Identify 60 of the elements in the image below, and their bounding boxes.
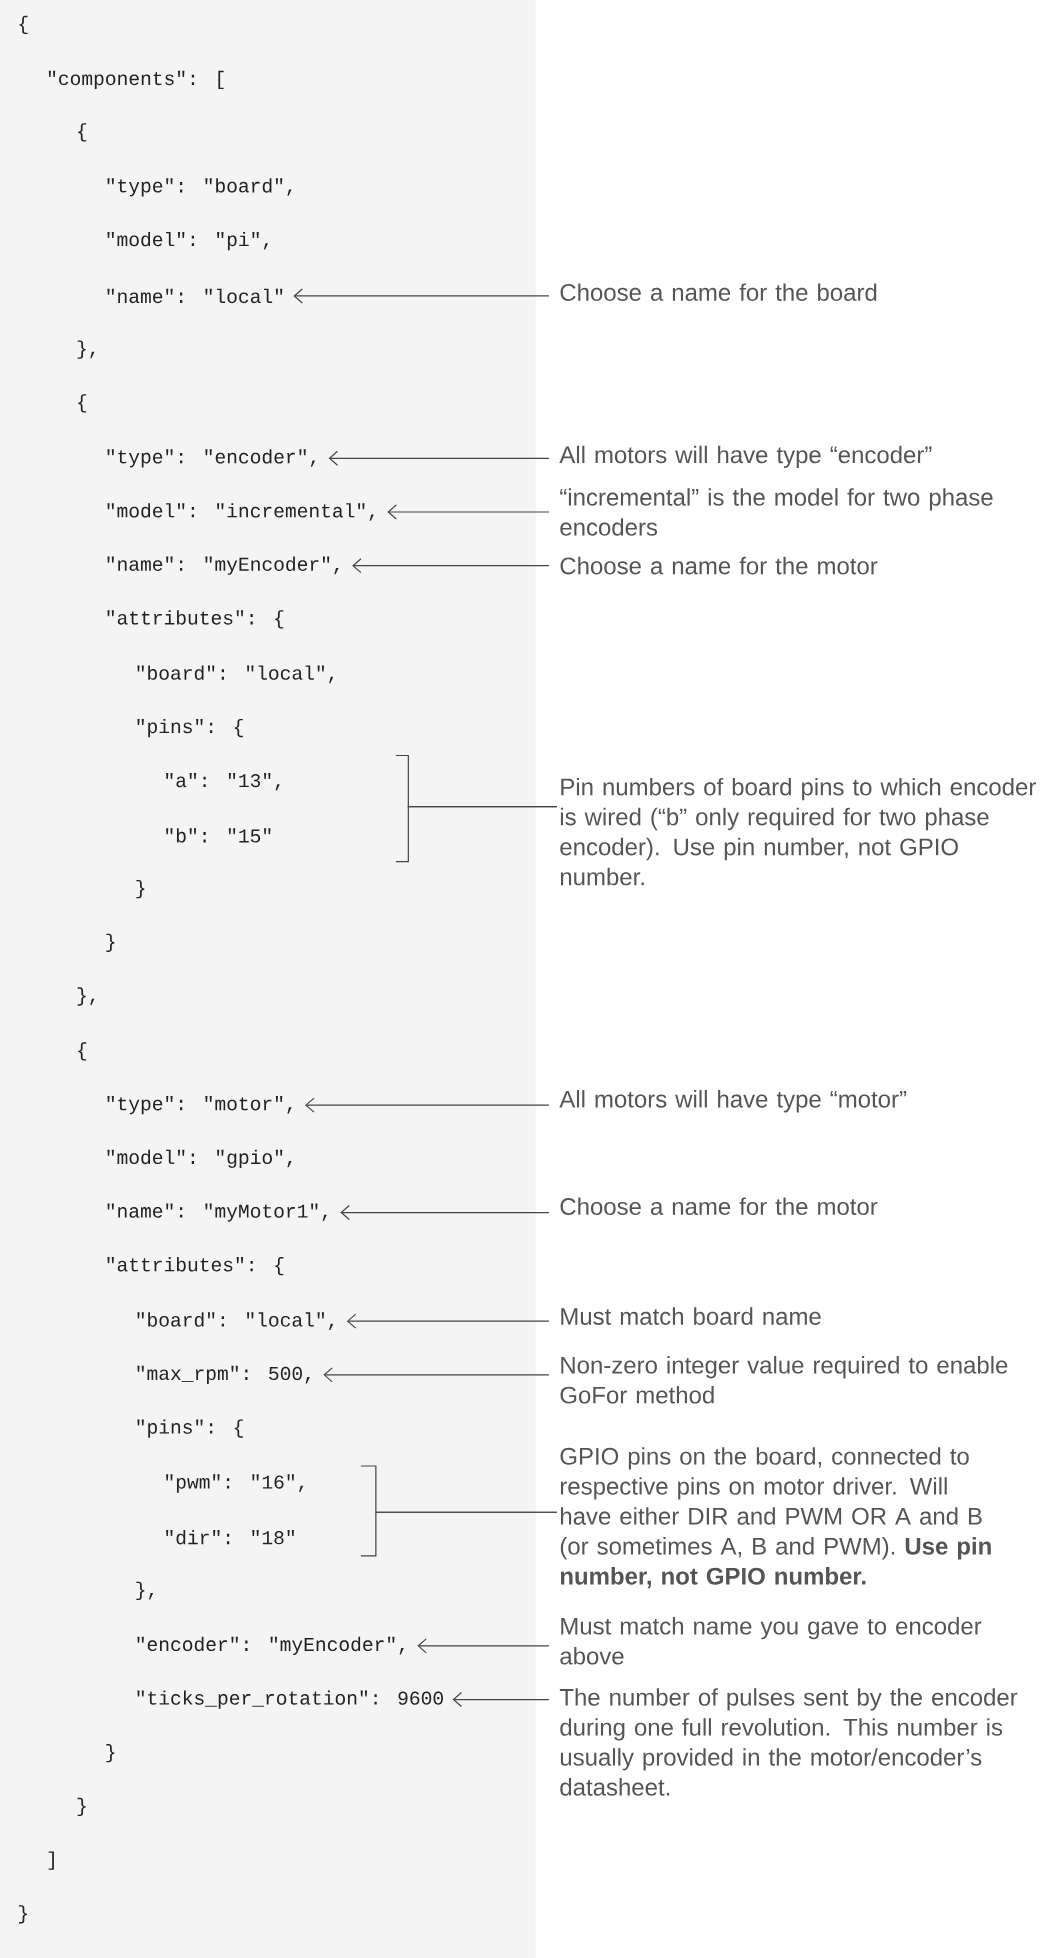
code-line: "pins": { (137, 1419, 243, 1438)
arrow (328, 450, 550, 466)
code-line: }, (77, 987, 95, 1006)
code-line: "board": "local", (137, 665, 334, 684)
code-line: "ticks_per_rotation": 9600 (137, 1690, 444, 1709)
code-line: "b": "15" (166, 828, 271, 843)
code-line: { (78, 394, 87, 413)
bracket-line (395, 806, 558, 863)
code-line: "name": "myMotor1", (107, 1203, 327, 1222)
code-line: "type": "encoder", (107, 449, 316, 468)
arrow (305, 1097, 550, 1113)
annotation-text: Must match board name (561, 1307, 821, 1325)
code-line: "attributes": { (107, 610, 284, 629)
code-line: "type": "board", (107, 178, 292, 197)
code-line: ] (48, 1851, 55, 1870)
code-line: "attributes": { (107, 1257, 284, 1276)
code-line: "name": "local" (107, 288, 283, 304)
arrow (293, 288, 550, 304)
annotation-text: Must match name you gave to encoder above (560, 1617, 982, 1665)
code-line: "name": "myEncoder", (107, 556, 339, 575)
code-line: }, (77, 340, 95, 359)
code-line: }, (136, 1581, 154, 1601)
code-line: "pins": { (137, 718, 243, 738)
code-line: "encoder": "myEncoder", (137, 1636, 404, 1655)
arrow (452, 1691, 550, 1708)
annotation-text: All motors will have type “encoder” (559, 445, 932, 469)
arrow (417, 1638, 550, 1654)
annotation-text: “incremental” is the model for two phase encoders (560, 488, 993, 536)
annotation-text: GPIO pins on the board, connected to respective pins on motor driver. Will have either DIR and PWM OR A and B (or sometimes A, B and PWM). Use pin number, not GPIO number. (560, 1447, 991, 1589)
code-line: "model": "pi", (107, 231, 269, 251)
annotation-text: The number of pulses sent by the encoder during one full revolution. This number is usually provided in the motor/encoder’s datasheet. (560, 1688, 1018, 1796)
arrow (323, 1367, 550, 1383)
annotation-text: Choose a name for the board (560, 283, 877, 301)
code-line: { (78, 1042, 87, 1061)
code-line: "pwm": "16", (166, 1474, 304, 1493)
code-line: "dir": "18" (166, 1529, 295, 1545)
annotation-text: Non-zero integer value required to enable GoFor method (560, 1356, 1008, 1404)
code-line: } (106, 1744, 115, 1763)
code-line: } (77, 1797, 86, 1817)
code-line: "max_rpm": 500, (137, 1365, 310, 1384)
annotation-text: Choose a name for the motor (560, 556, 878, 575)
code-line: } (136, 879, 145, 899)
arrow (346, 1313, 550, 1329)
arrow (340, 1204, 550, 1221)
arrow (387, 504, 550, 520)
bracket-line (360, 1511, 558, 1557)
annotation-text: Pin numbers of board pins to which encoder is wired (“b” only required for two phase encoder). Use pin number, not GPIO number. (560, 777, 1037, 886)
code-line: { (78, 123, 87, 142)
annotation-text: All motors will have type “motor” (559, 1090, 907, 1113)
code-line: { (19, 15, 28, 35)
code-line: "board": "local", (137, 1312, 334, 1330)
code-line: "components": [ (48, 70, 224, 90)
code-line: "model": "incremental", (107, 503, 374, 521)
code-line: "type": "motor", (107, 1096, 292, 1115)
annotation-text: Choose a name for the motor (560, 1197, 878, 1216)
code-line: } (19, 1905, 28, 1924)
code-line: } (106, 933, 115, 952)
arrow (352, 558, 550, 574)
code-line: "a": "13", (166, 772, 280, 791)
code-line: "model": "gpio", (107, 1149, 292, 1168)
